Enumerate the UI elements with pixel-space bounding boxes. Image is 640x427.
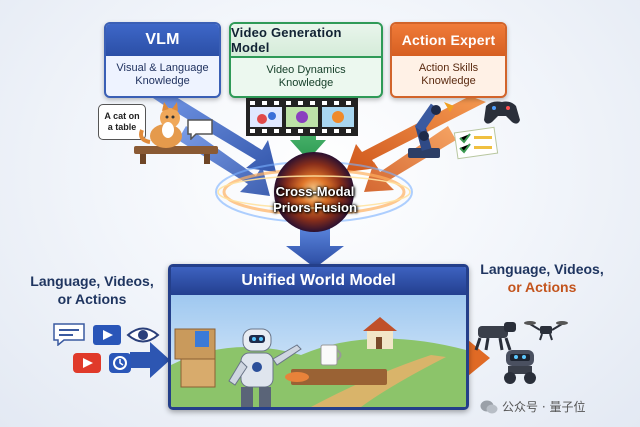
drone-icon [524, 321, 568, 341]
input-arrow [130, 342, 170, 378]
rover-robot-icon [504, 350, 536, 384]
output-modalities-label: Language, Videos, or Actions [462, 260, 622, 296]
unified-world-model-panel: Unified World Model [168, 264, 469, 410]
unified-world-model-title: Unified World Model [171, 267, 466, 295]
input-modalities-label: Language, Videos, or Actions [20, 272, 164, 308]
eye-icon [126, 327, 160, 343]
vlm-title: VLM [106, 24, 219, 56]
speech-bubble: A cat on a table [98, 104, 146, 140]
world-model-scene [171, 295, 466, 407]
chat-bubble-icon [187, 119, 213, 140]
fusion-label: Cross-Modal Priors Fusion [235, 184, 395, 216]
input-line2: or Actions [57, 291, 127, 307]
clock-icon [109, 353, 131, 373]
action-expert-body: Action Skills Knowledge [392, 56, 505, 94]
wechat-icon [480, 400, 498, 413]
fusion-line2: Priors Fusion [273, 200, 357, 215]
speech-bubble-line2: a table [107, 122, 137, 132]
play-button-icon [73, 353, 101, 373]
robot-arm-illustration [408, 101, 520, 160]
video-generation-title: Video Generation Model [231, 24, 381, 58]
output-line2: or Actions [507, 279, 577, 295]
watermark: 公众号 · 量子位 [480, 398, 585, 415]
vlm-body-line2: Knowledge [135, 75, 190, 87]
video-generation-body: Video Dynamics Knowledge [231, 58, 381, 96]
chat-message-icon [53, 323, 85, 346]
vlm-body-line1: Visual & Language [116, 62, 209, 74]
fusion-to-world-model-arrow [286, 226, 344, 268]
action-expert-body-line2: Knowledge [421, 75, 476, 87]
robot-dog-icon [474, 322, 516, 351]
output-line1: Language, Videos, [480, 261, 604, 277]
action-expert-title: Action Expert [392, 24, 505, 56]
input-line1: Language, Videos, [30, 273, 154, 289]
fusion-line1: Cross-Modal [275, 184, 355, 199]
action-image-to-fusion-arrow [364, 126, 456, 192]
vlm-card: VLM Visual & Language Knowledge [104, 22, 221, 98]
video-player-icon [93, 325, 121, 345]
film-strip-illustration [246, 98, 358, 136]
vlm-to-fusion-arrow [150, 92, 276, 172]
robot-figure [228, 328, 302, 407]
video-generation-card: Video Generation Model Video Dynamics Kn… [229, 22, 383, 98]
video-generation-body-line1: Video Dynamics [266, 64, 346, 76]
action-to-fusion-arrow [346, 96, 486, 172]
speech-bubble-line1: A cat on [104, 111, 140, 121]
vlm-body: Visual & Language Knowledge [106, 56, 219, 94]
cat-on-table-illustration [134, 102, 218, 164]
watermark-text: 公众号 · 量子位 [502, 400, 586, 414]
video-generation-body-line2: Knowledge [278, 77, 334, 89]
action-expert-card: Action Expert Action Skills Knowledge [390, 22, 507, 98]
action-expert-body-line1: Action Skills [418, 62, 479, 74]
fusion-orb [215, 152, 413, 232]
